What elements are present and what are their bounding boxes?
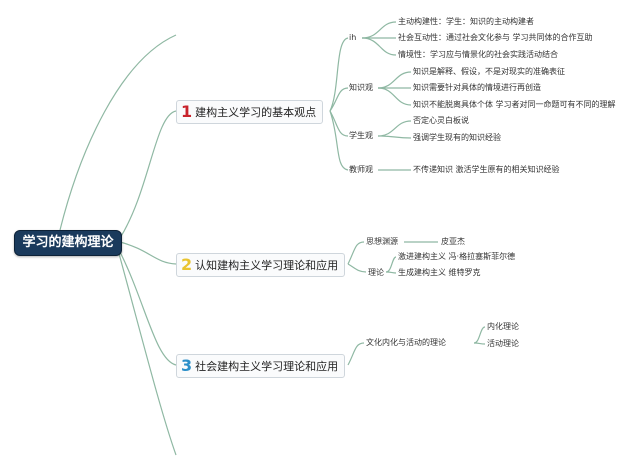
b2-child-2-label[interactable]: 理论	[368, 268, 384, 277]
connector-b3c1-l2	[473, 342, 486, 345]
branch-2-label: 认知建构主义学习理论和应用	[195, 259, 339, 272]
b1-c3-leaf-1[interactable]: 否定心灵白板说	[413, 116, 469, 125]
b1-c1-leaf-2[interactable]: 社会互动性：通过社会文化参与 学习共同体的合作互助	[398, 33, 593, 42]
connector-b2-c1	[347, 241, 365, 265]
connector-b3-c1	[347, 342, 365, 366]
b3-c1-leaf-1[interactable]: 内化理论	[487, 322, 519, 331]
b3-c1-leaf-2[interactable]: 活动理论	[487, 339, 519, 348]
b1-c2-leaf-2[interactable]: 知识需要针对具体的情境进行再创造	[413, 83, 541, 92]
connector-b2c2-l1	[385, 256, 397, 273]
b1-c4-leaf-1[interactable]: 不传递知识 激活学生原有的相关知识经验	[413, 165, 560, 174]
connector-root-b3	[117, 247, 177, 366]
b2-child-1-label[interactable]: 思想渊源	[366, 237, 398, 246]
connector-b1-c1	[329, 37, 349, 112]
b1-c1-leaf-3[interactable]: 情境性：学习应与情景化的社会实践活动结合	[398, 50, 558, 59]
branch-3-number: 3	[181, 356, 193, 375]
connector-root-b1	[119, 110, 177, 239]
b1-child-4-label[interactable]: 教师观	[349, 165, 373, 174]
connector-b1c1-l3	[361, 37, 397, 56]
b1-c1-leaf-1[interactable]: 主动构建性：学生：知识的主动构建者	[398, 17, 534, 26]
connector-b1c3-l2	[377, 135, 412, 139]
connector-b3c1-l1	[473, 326, 486, 344]
connector-root-extra	[117, 249, 177, 456]
connector-b1-c3	[329, 110, 349, 137]
connector-root-top	[59, 34, 177, 231]
b3-child-1-label[interactable]: 文化内化与活动的理论	[366, 338, 446, 347]
b1-child-3-label[interactable]: 学生观	[349, 131, 373, 140]
connector-b1c1-l1	[361, 21, 397, 39]
b1-child-2-label[interactable]: 知识观	[349, 83, 373, 92]
branch-1-number: 1	[181, 102, 193, 121]
root-topic[interactable]: 学习的建构理论	[14, 230, 122, 256]
b2-c1-leaf-1[interactable]: 皮亚杰	[441, 237, 465, 246]
connector-b1-c2	[329, 87, 349, 112]
b1-c2-leaf-1[interactable]: 知识是解释、假设，不是对现实的准确表征	[413, 67, 565, 76]
branch-1-label: 建构主义学习的基本观点	[195, 106, 317, 119]
connector-b2c2-l2	[385, 271, 397, 274]
b2-c2-leaf-1[interactable]: 激进建构主义 冯·格拉塞斯菲尔德	[398, 252, 516, 261]
connector-root-b2	[119, 241, 177, 265]
branch-2-number: 2	[181, 255, 193, 274]
b1-child-1-label[interactable]: ih	[349, 33, 357, 42]
connector-b1-c4	[329, 110, 349, 171]
connector-b1c3-l1	[377, 120, 412, 137]
connector-b1c2-l1	[377, 71, 412, 89]
b1-c2-leaf-3[interactable]: 知识不能脱离具体个体 学习者对同一命题可有不同的理解	[413, 100, 616, 109]
b2-c2-leaf-2[interactable]: 生成建构主义 维特罗克	[398, 268, 481, 277]
connector-b2-c2	[347, 263, 367, 273]
b1-c3-leaf-2[interactable]: 强调学生现有的知识经验	[413, 133, 501, 142]
connector-b1c2-l3	[377, 87, 412, 106]
branch-3-label: 社会建构主义学习理论和应用	[195, 360, 339, 373]
